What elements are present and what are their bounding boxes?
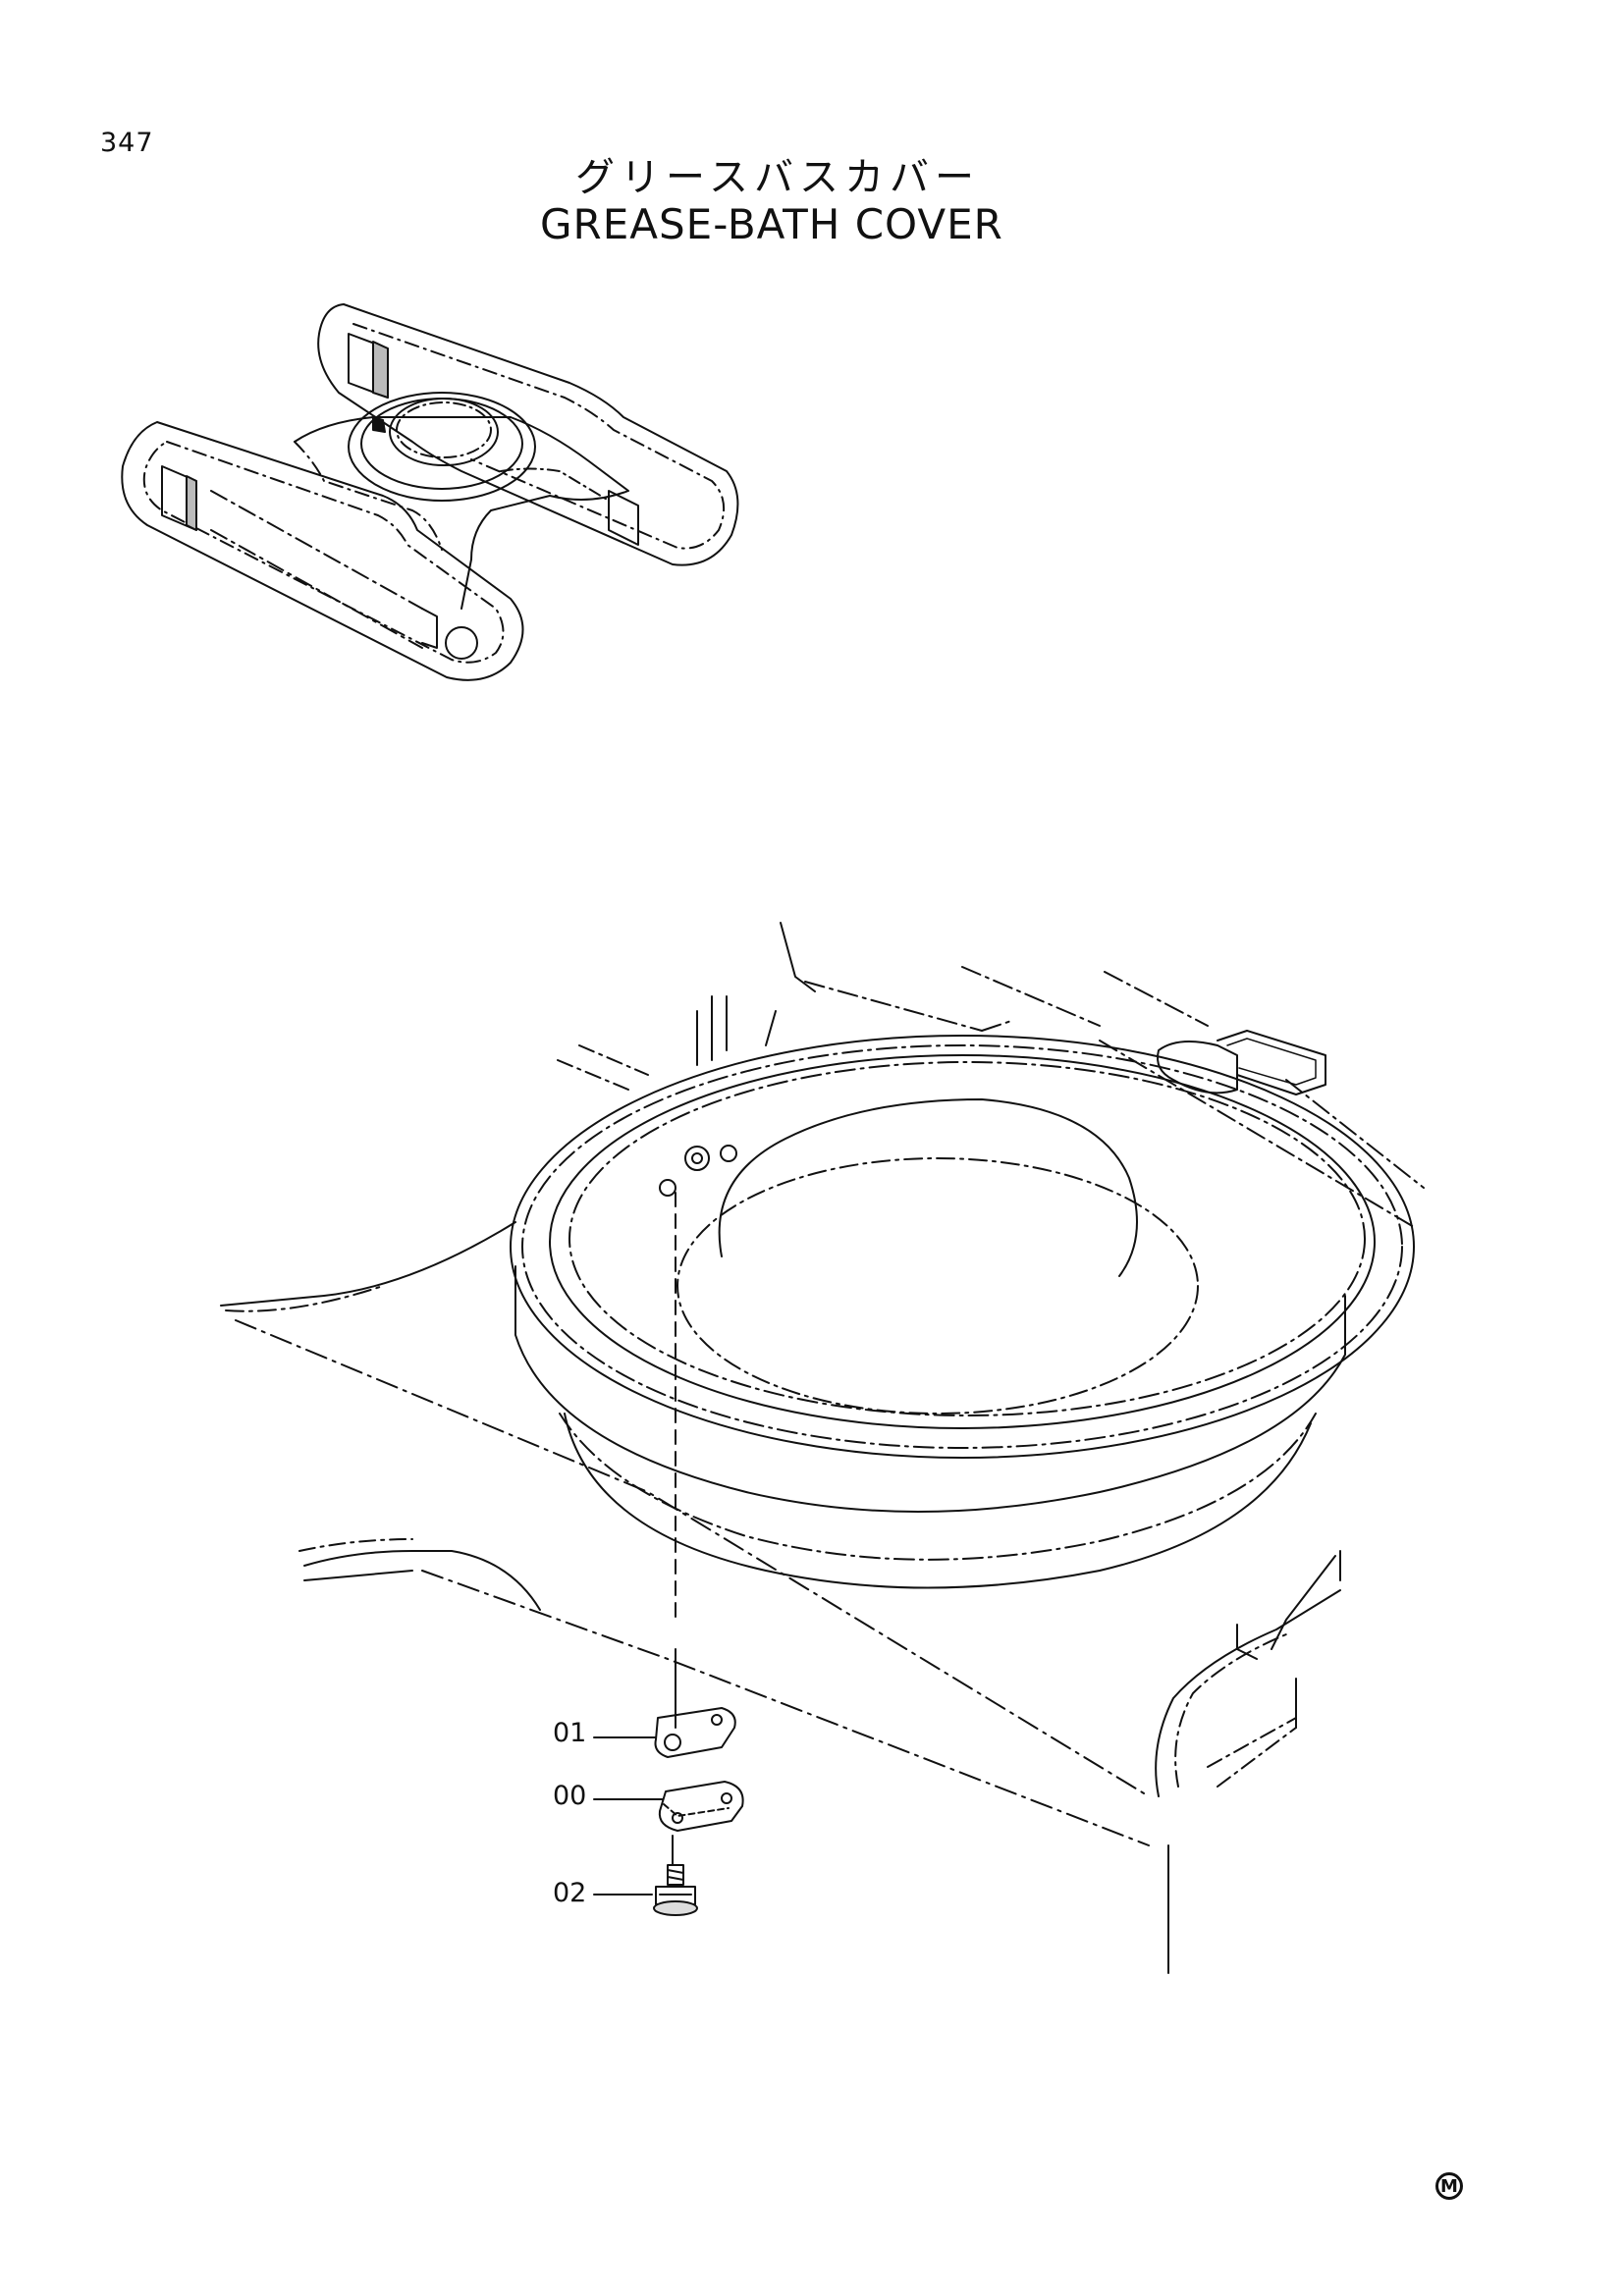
manufacturer-mark: M	[1435, 2172, 1463, 2200]
undercarriage-overview	[121, 303, 739, 681]
callout-02: 02	[553, 1878, 587, 1908]
grease-bath-detail	[220, 922, 1425, 1974]
callout-00: 00	[553, 1781, 587, 1811]
page-number: 347	[100, 128, 154, 158]
title-japanese: グリースバスカバー	[575, 155, 980, 200]
callout-01: 01	[553, 1718, 587, 1748]
title-english: GREASE-BATH COVER	[540, 200, 1003, 248]
